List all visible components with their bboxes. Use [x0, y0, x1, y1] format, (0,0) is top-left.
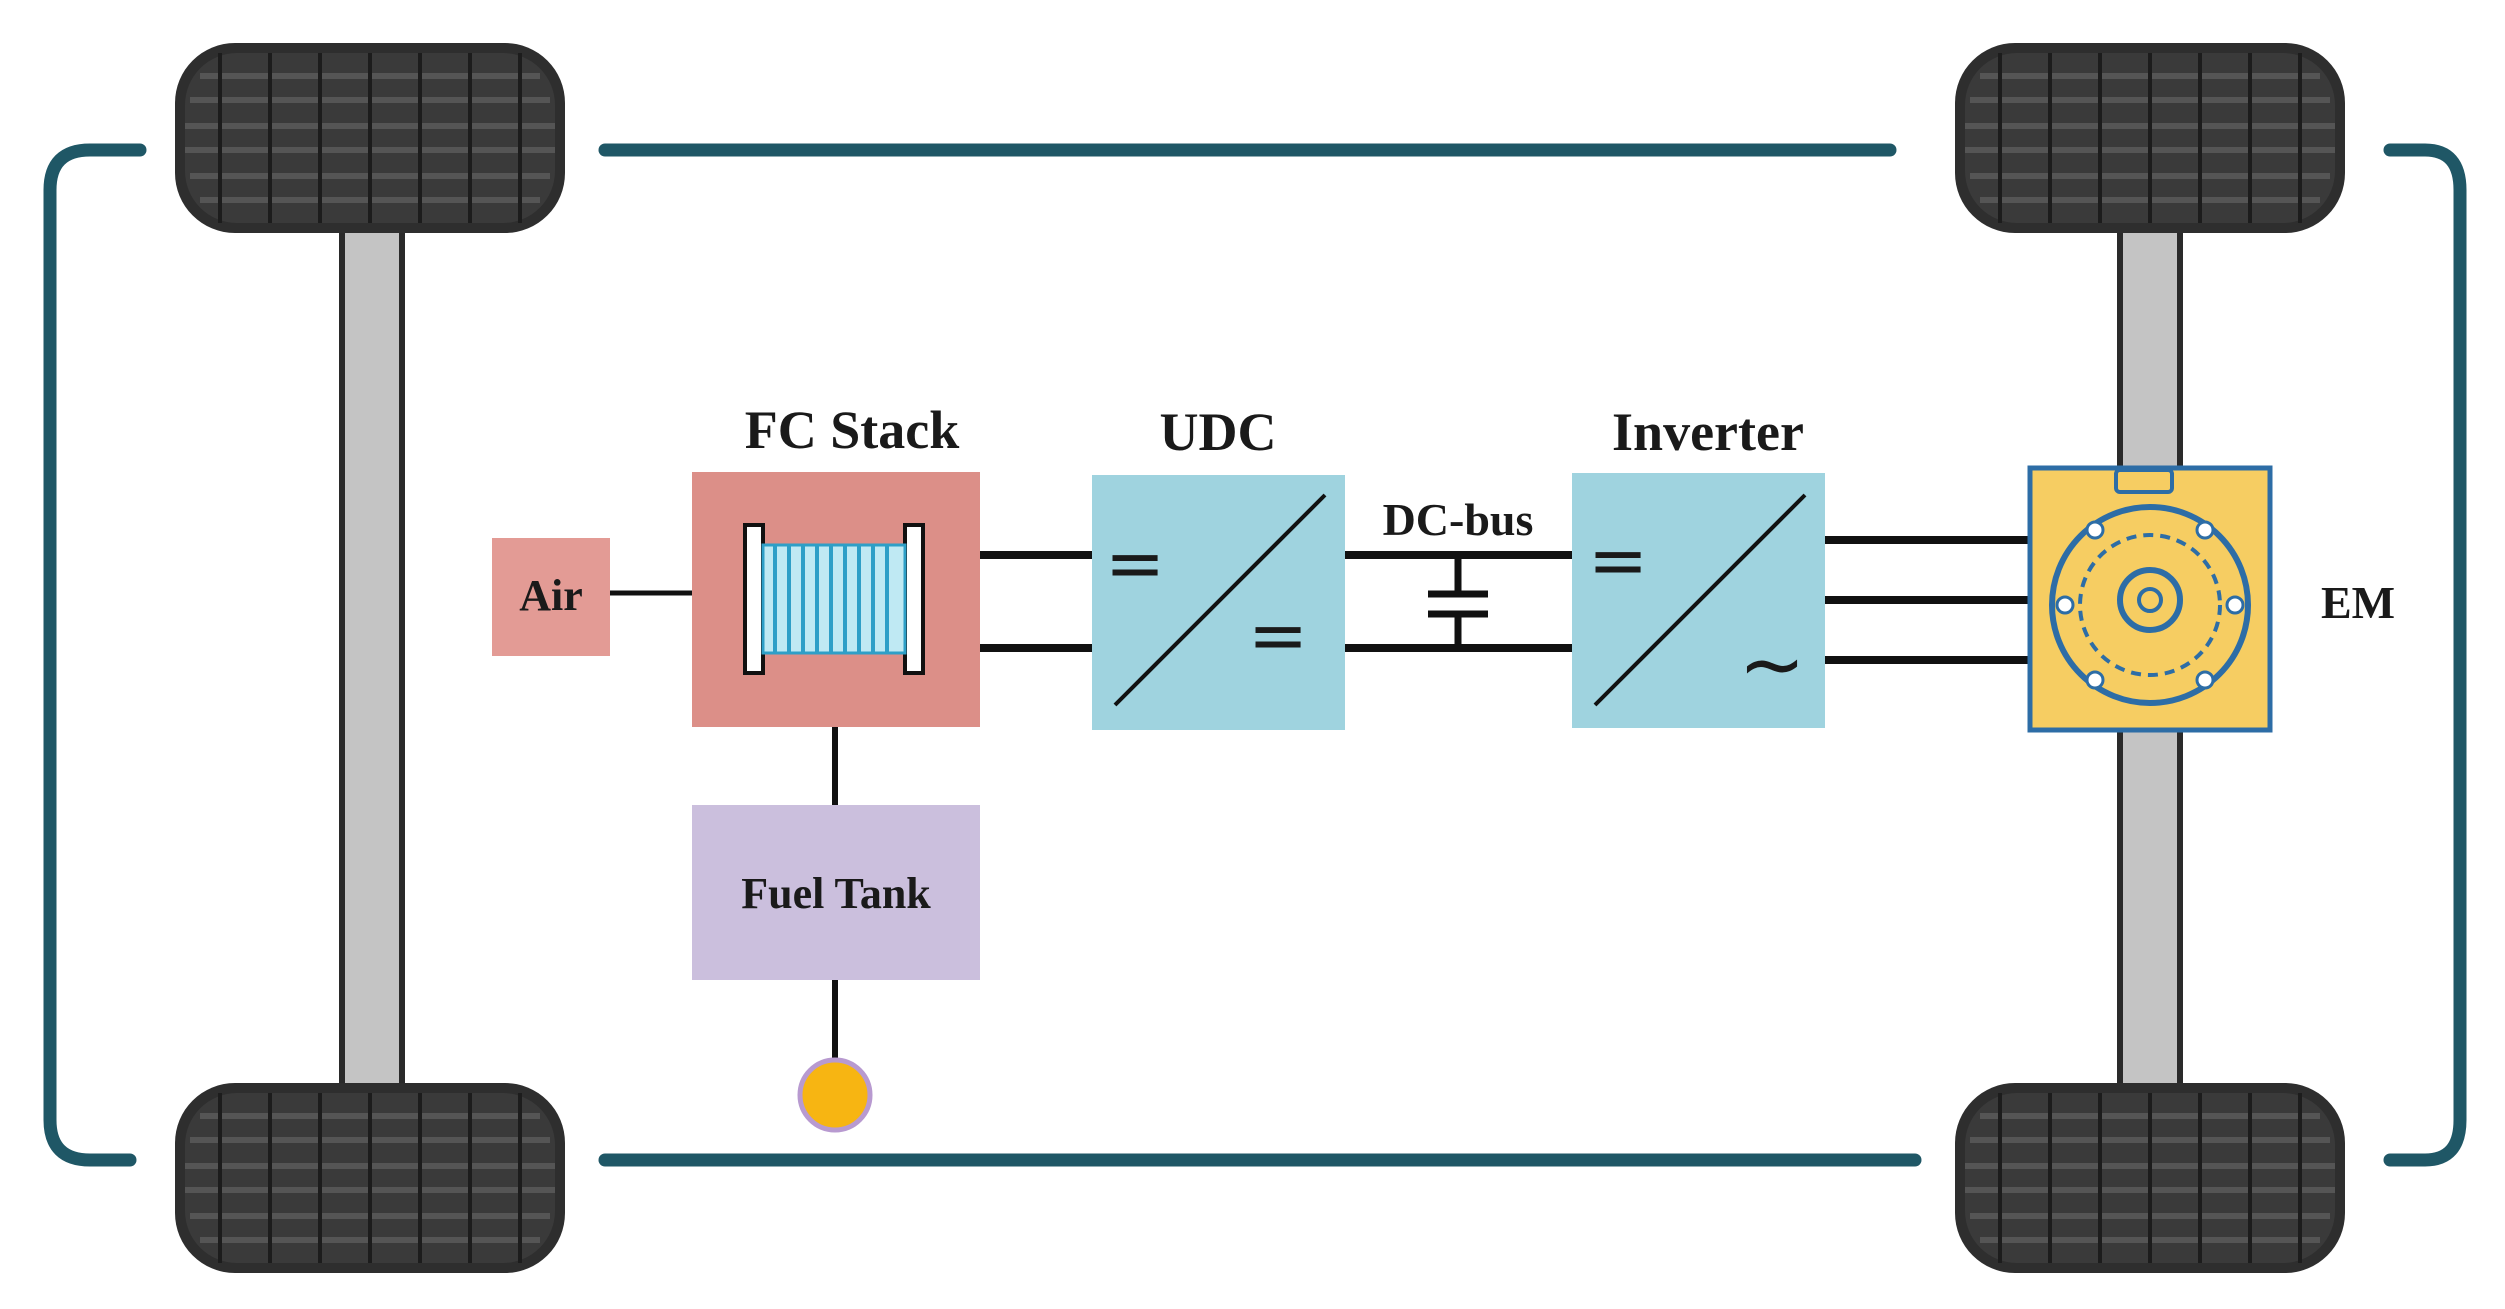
capacitor-icon — [1428, 555, 1488, 648]
tire-icon — [175, 1083, 565, 1273]
tire-icon — [1955, 1083, 2345, 1273]
inverter-output-symbol: ~ — [1738, 618, 1805, 711]
fuel-cell-icon — [743, 523, 925, 675]
fc-stack-label: FC Stack — [745, 400, 960, 460]
udc-output-symbol: = — [1248, 593, 1308, 677]
motor-icon — [2027, 465, 2273, 733]
dc-bus-label: DC-bus — [1383, 494, 1534, 545]
tire-icon — [1955, 43, 2345, 233]
front-axle — [339, 222, 405, 1098]
phase-lines — [1825, 536, 2030, 664]
inverter-input-symbol: = — [1588, 518, 1648, 602]
fc-udc-lines — [980, 551, 1092, 652]
em-label: EM — [2321, 577, 2395, 628]
air-box — [492, 538, 610, 656]
chassis-frame — [43, 143, 2467, 1167]
air-label: Air — [519, 571, 583, 620]
inverter-label: Inverter — [1612, 402, 1804, 462]
tire-icon — [175, 43, 565, 233]
udc-label: UDC — [1160, 402, 1277, 462]
fuel-tank-box — [692, 805, 980, 980]
fuel-tank-label: Fuel Tank — [741, 869, 931, 918]
inverter-diagonal — [1593, 493, 1807, 707]
udc-input-symbol: = — [1105, 521, 1165, 605]
udc-diagonal — [1113, 493, 1327, 707]
hydrogen-inlet-icon — [797, 1057, 873, 1133]
